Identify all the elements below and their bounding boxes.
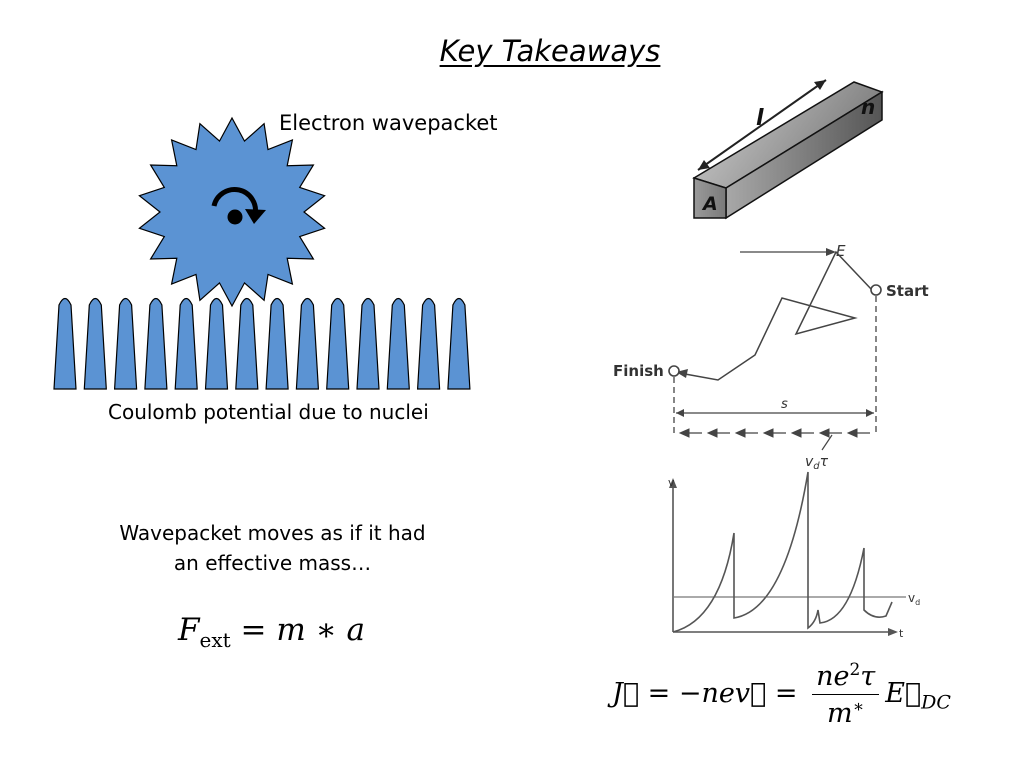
- force-rhs: = m ∗ a: [240, 612, 366, 648]
- drift-arrows: [678, 428, 870, 438]
- coulomb-spike: [416, 297, 441, 390]
- coulomb-spike: [235, 297, 259, 390]
- coulomb-spike: [447, 297, 471, 390]
- coulomb-potential-spikes: [53, 297, 471, 390]
- velocity-time-plot: v t vd: [668, 471, 920, 640]
- coulomb-spike: [295, 297, 320, 390]
- wavepacket-illustration: [53, 116, 471, 390]
- coulomb-spike: [144, 297, 168, 390]
- coulomb-spike: [265, 297, 289, 390]
- distance-label: s: [781, 397, 788, 412]
- wire-area-label: A: [701, 193, 718, 215]
- drift-arrow-head: [762, 428, 774, 438]
- conductor-bar-diagram: l n A: [692, 79, 884, 220]
- current-lhs: J⃗ = −nev⃗ =: [612, 678, 798, 709]
- drift-arrow-head: [706, 428, 718, 438]
- effective-mass-text: Wavepacket moves as if it had an effecti…: [70, 518, 475, 578]
- velocity-sawtooth-curve: [672, 471, 893, 633]
- drift-arrow-head: [790, 428, 802, 438]
- drift-label: vdτ: [805, 454, 829, 472]
- coulomb-label: Coulomb potential due to nuclei: [108, 400, 429, 424]
- drift-arrow-head: [678, 428, 690, 438]
- drift-velocity-label: vd: [908, 591, 920, 607]
- clockwise-rotation-arrow-icon: [211, 187, 266, 225]
- drift-arrow-head: [818, 428, 830, 438]
- fraction-denominator: m∗: [827, 697, 865, 729]
- coulomb-spike: [386, 297, 410, 390]
- current-fraction: ne2τ m∗: [812, 660, 880, 729]
- drift-walk-diagram: E Start Finish s vdτ: [613, 242, 929, 472]
- velocity-axis-label: v: [668, 476, 675, 489]
- wire-density-label: n: [861, 95, 875, 119]
- wire-length-label: l: [756, 106, 764, 131]
- wavepacket-label: Electron wavepacket: [279, 111, 498, 135]
- coulomb-spike: [326, 297, 350, 390]
- drift-arrow-head: [846, 428, 858, 438]
- coulomb-spike: [83, 297, 107, 390]
- coulomb-spike: [204, 297, 229, 390]
- fraction-numerator: ne2τ: [812, 660, 880, 695]
- effective-mass-line-1: Wavepacket moves as if it had: [119, 521, 426, 545]
- field-label: E: [836, 242, 846, 260]
- current-density-equation: J⃗ = −nev⃗ = ne2τ m∗ E⃗DC: [612, 660, 951, 729]
- coulomb-spike: [174, 297, 198, 390]
- coulomb-spike: [113, 297, 138, 390]
- slide-title: Key Takeaways: [439, 34, 661, 68]
- drift-arrow-head: [734, 428, 746, 438]
- coulomb-spike: [356, 297, 380, 390]
- force-equation: Fext = m ∗ a: [178, 612, 365, 652]
- time-axis-label: t: [899, 627, 904, 640]
- current-rhs: E⃗DC: [885, 678, 951, 714]
- force-symbol: F: [178, 612, 200, 648]
- effective-mass-line-2: an effective mass…: [173, 551, 372, 575]
- finish-label: Finish: [613, 362, 664, 380]
- start-label: Start: [886, 282, 929, 300]
- coulomb-spike: [53, 297, 77, 390]
- force-subscript: ext: [199, 628, 231, 653]
